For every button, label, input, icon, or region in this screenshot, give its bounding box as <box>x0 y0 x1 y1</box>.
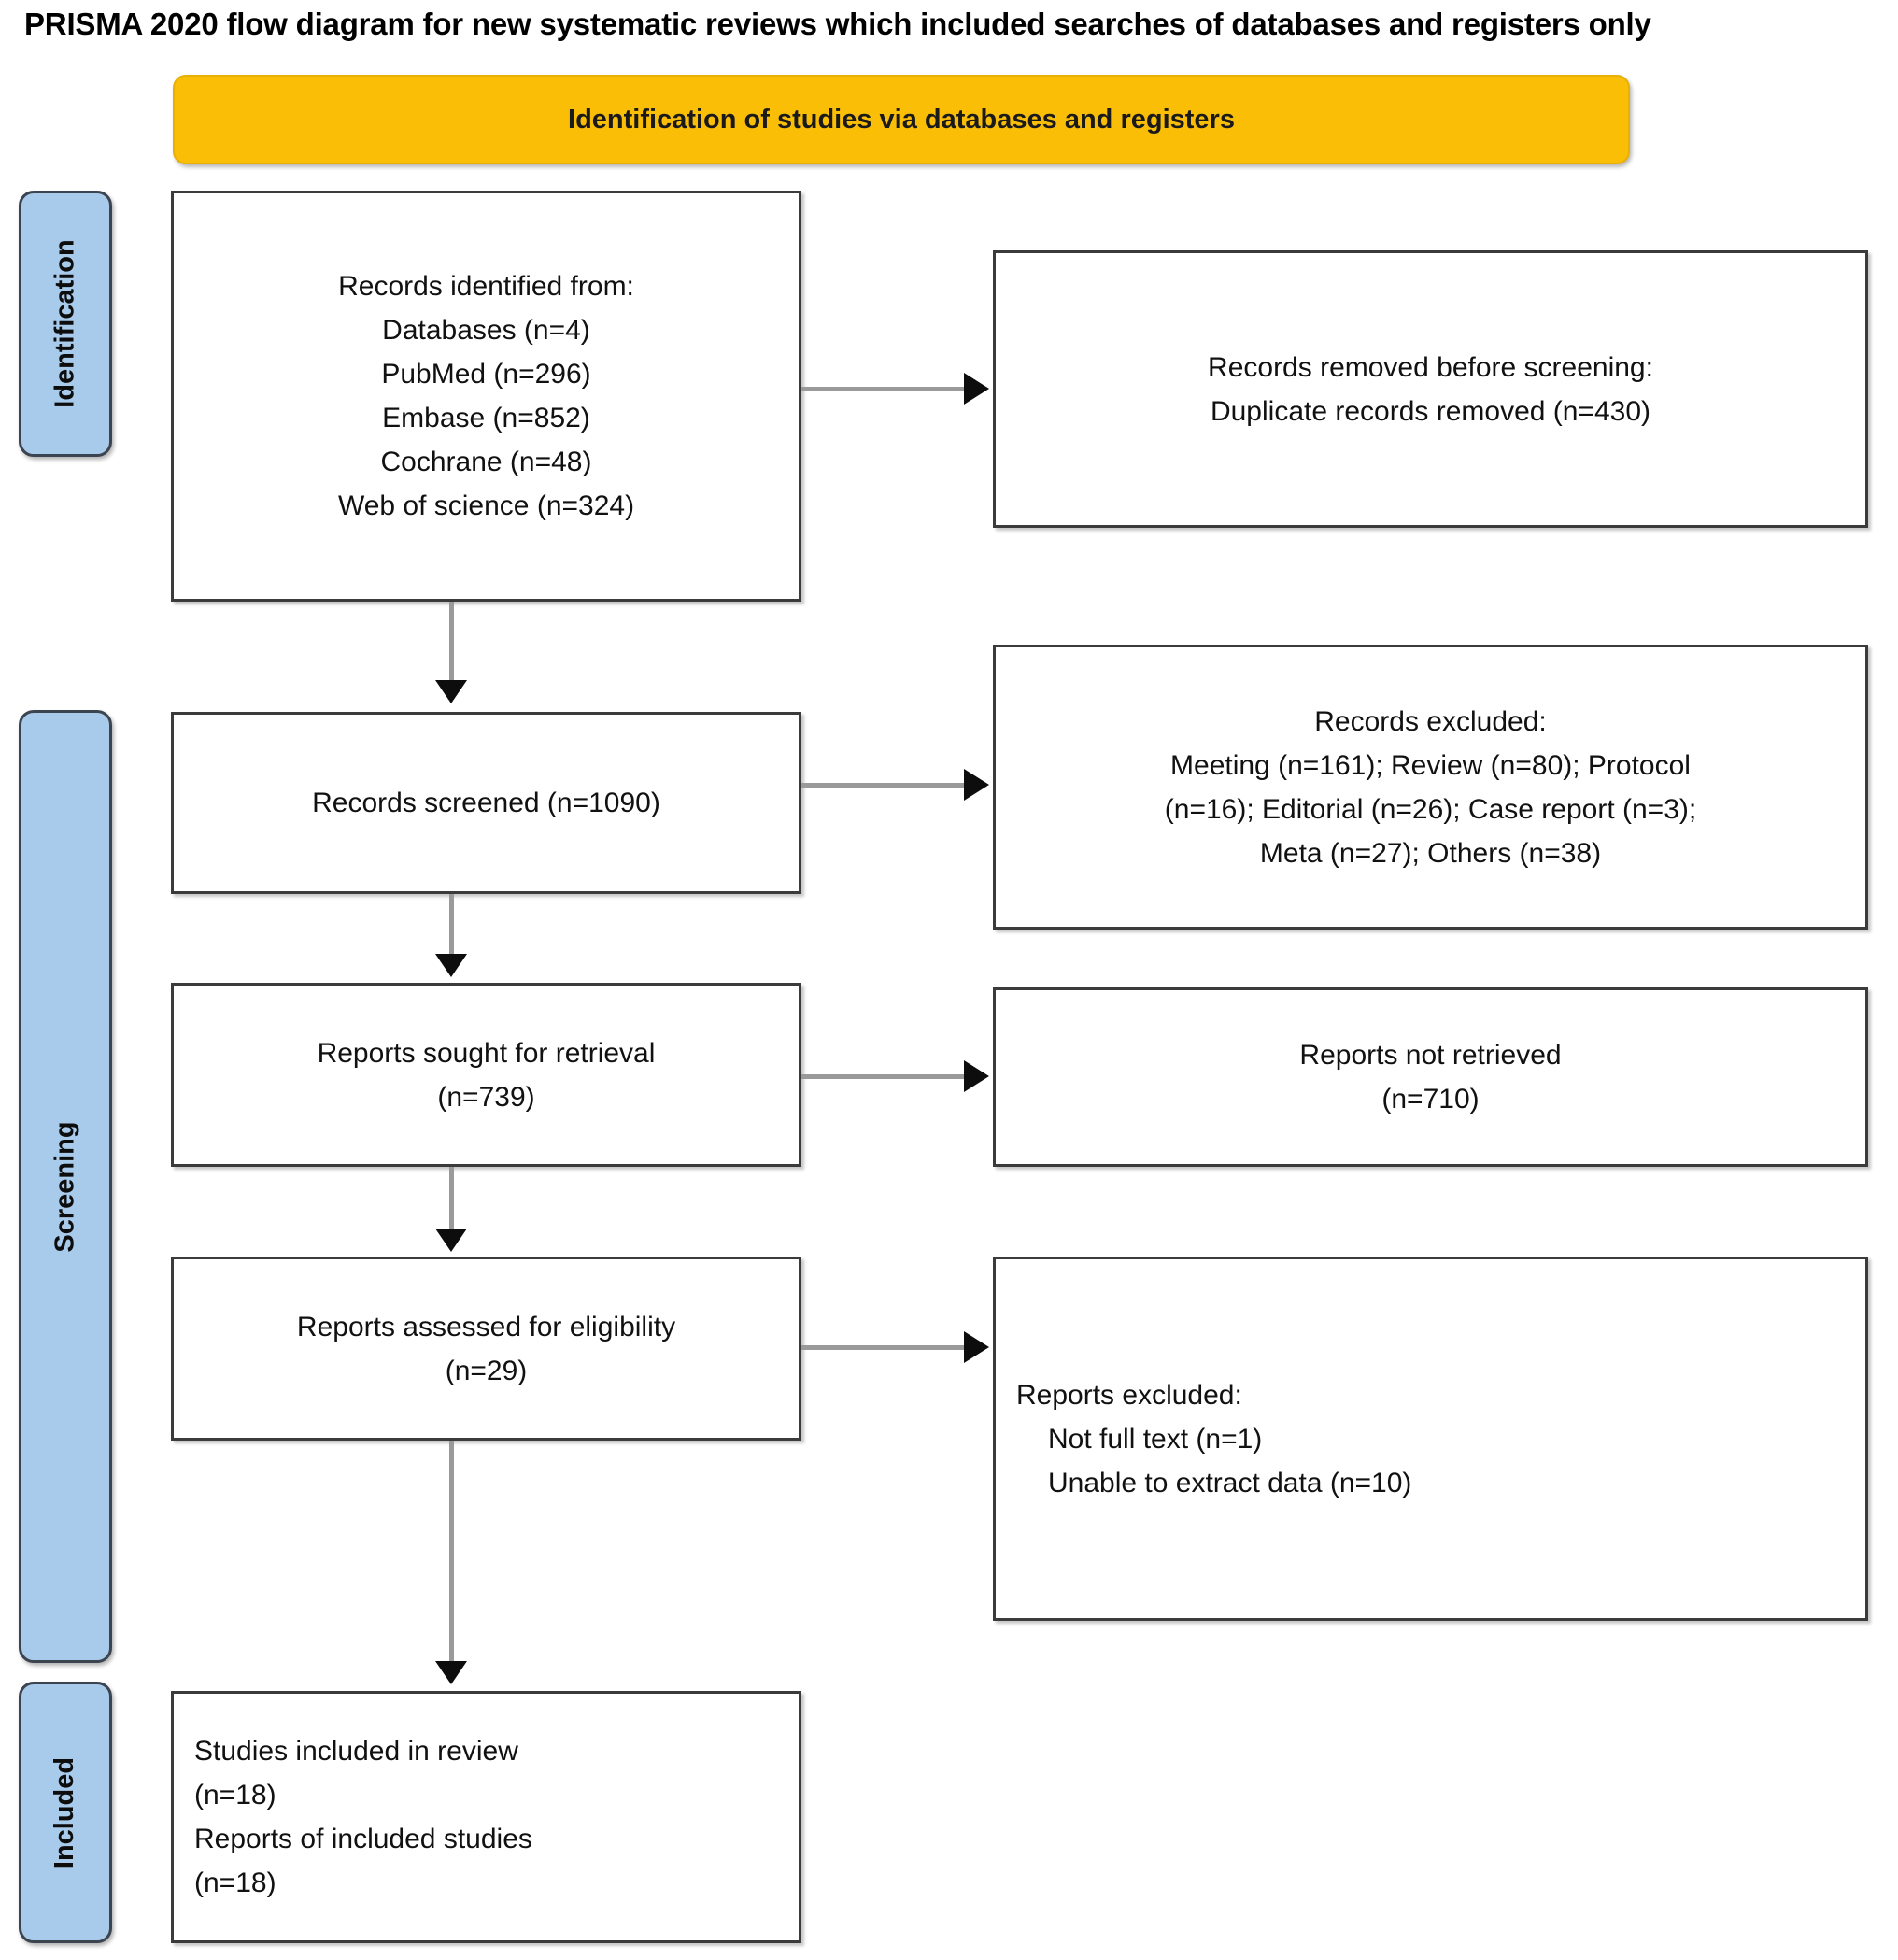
records-excluded-heading: Records excluded: <box>1314 705 1547 737</box>
records-removed-heading: Records removed before screening: <box>1208 351 1653 383</box>
records-identified-source: Web of science (n=324) <box>337 490 635 521</box>
box-records-excluded: Records excluded: Meeting (n=161); Revie… <box>993 645 1868 930</box>
records-identified-source: Databases (n=4) <box>382 315 590 346</box>
records-excluded-line: Meeting (n=161); Review (n=80); Protocol <box>1170 749 1691 781</box>
identification-banner-label: Identification of studies via databases … <box>568 104 1235 135</box>
stage-screening-text: Screening <box>50 1120 80 1253</box>
stage-label-identification: Identification <box>19 191 112 457</box>
reports-included-count: (n=18) <box>194 1868 276 1898</box>
box-reports-sought: Reports sought for retrieval (n=739) <box>171 983 801 1167</box>
reports-excluded-reason: Unable to extract data (n=10) <box>1048 1467 1412 1498</box>
connector-assessed-to-included <box>449 1441 454 1665</box>
reports-not-retrieved-count: (n=710) <box>1381 1084 1480 1115</box>
box-reports-assessed: Reports assessed for eligibility (n=29) <box>171 1257 801 1441</box>
records-identified-source: Embase (n=852) <box>382 403 590 433</box>
arrowhead-right-icon <box>964 1060 989 1092</box>
records-identified-heading: Records identified from: <box>338 271 634 302</box>
reports-excluded-reason: Not full text (n=1) <box>1048 1423 1263 1455</box>
reports-not-retrieved-label: Reports not retrieved <box>1299 1040 1562 1071</box>
arrowhead-down-icon <box>435 954 467 977</box>
records-excluded-line: Meta (n=27); Others (n=38) <box>1259 837 1602 869</box>
records-screened-label: Records screened (n=1090) <box>312 788 660 818</box>
connector-screened-to-excluded <box>801 783 971 788</box>
arrowhead-down-icon <box>435 1661 467 1684</box>
reports-assessed-count: (n=29) <box>445 1355 528 1386</box>
reports-sought-count: (n=739) <box>437 1081 535 1113</box>
box-records-identified: Records identified from: Databases (n=4)… <box>171 191 801 602</box>
box-reports-not-retrieved: Reports not retrieved (n=710) <box>993 987 1868 1167</box>
records-excluded-line: (n=16); Editorial (n=26); Case report (n… <box>1164 793 1697 825</box>
stage-identification-text: Identification <box>50 239 80 408</box>
identification-banner: Identification of studies via databases … <box>173 75 1630 164</box>
connector-sought-to-assessed <box>449 1167 454 1232</box>
arrowhead-down-icon <box>435 680 467 703</box>
connector-identified-to-screened <box>449 602 454 686</box>
box-reports-excluded: Reports excluded: Not full text (n=1) Un… <box>993 1257 1868 1621</box>
box-records-screened: Records screened (n=1090) <box>171 712 801 894</box>
page-title: PRISMA 2020 flow diagram for new systema… <box>24 7 1651 41</box>
records-removed-detail: Duplicate records removed (n=430) <box>1210 395 1651 427</box>
records-identified-source: Cochrane (n=48) <box>380 447 592 477</box>
connector-assessed-to-reports-excluded <box>801 1345 971 1350</box>
arrowhead-right-icon <box>964 769 989 801</box>
arrowhead-down-icon <box>435 1229 467 1252</box>
reports-sought-label: Reports sought for retrieval <box>317 1037 656 1069</box>
reports-excluded-heading: Reports excluded: <box>1016 1379 1242 1411</box>
arrowhead-right-icon <box>964 1331 989 1363</box>
stage-label-included: Included <box>19 1682 112 1943</box>
stage-label-screening: Screening <box>19 710 112 1663</box>
reports-included-label: Reports of included studies <box>194 1824 532 1854</box>
studies-included-count: (n=18) <box>194 1780 276 1811</box>
connector-identified-to-removed <box>801 387 971 391</box>
box-records-removed: Records removed before screening: Duplic… <box>993 250 1868 528</box>
connector-sought-to-not-retrieved <box>801 1074 971 1079</box>
connector-screened-to-sought <box>449 894 454 955</box>
stage-included-text: Included <box>50 1756 80 1868</box>
box-studies-included: Studies included in review (n=18) Report… <box>171 1691 801 1943</box>
reports-assessed-label: Reports assessed for eligibility <box>296 1311 676 1342</box>
records-identified-source: PubMed (n=296) <box>381 359 591 390</box>
studies-included-label: Studies included in review <box>194 1736 518 1767</box>
arrowhead-right-icon <box>964 373 989 405</box>
